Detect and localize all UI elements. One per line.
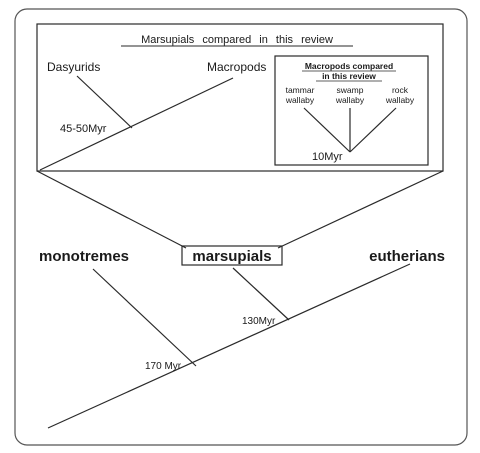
inset-title: Marsupials compared in this review	[141, 34, 333, 46]
inset-divergence-label: 45-50Myr	[60, 123, 107, 135]
branch-marsupials	[232, 267, 290, 321]
inset-box	[36, 23, 444, 172]
sub-branch-tammar	[303, 107, 351, 153]
sub-inset-title-1: Macropods compared	[305, 61, 393, 71]
monotremes-label: monotremes	[39, 248, 129, 265]
sub-branch-rock	[349, 107, 397, 153]
macropods-label: Macropods	[207, 60, 266, 74]
sub-divergence-label: 10Myr	[312, 151, 343, 163]
outer-frame	[14, 8, 468, 446]
branch-monotremes	[92, 268, 197, 367]
sub-inset-box	[274, 55, 429, 166]
marsupials-box	[181, 245, 283, 266]
tammar-label-2: wallaby	[285, 95, 315, 105]
tammar-label-1: tammar	[286, 85, 315, 95]
swamp-label-1: swamp	[337, 85, 364, 95]
marsupials-label: marsupials	[192, 248, 271, 265]
eutherians-label: eutherians	[369, 248, 445, 265]
inset-branch-main	[39, 77, 234, 171]
zoom-line-left	[36, 170, 187, 249]
node-130-label: 130Myr	[242, 316, 276, 327]
swamp-label-2: wallaby	[335, 95, 365, 105]
main-trunk	[47, 263, 411, 429]
rock-label-2: wallaby	[385, 95, 415, 105]
node-170-label: 170 Myr	[145, 361, 182, 372]
inset-branch-dasyurids	[76, 75, 133, 129]
zoom-line-right	[277, 170, 444, 249]
rock-label-1: rock	[392, 85, 409, 95]
sub-inset-title-2: in this review	[322, 71, 376, 81]
dasyurids-label: Dasyurids	[47, 60, 100, 74]
